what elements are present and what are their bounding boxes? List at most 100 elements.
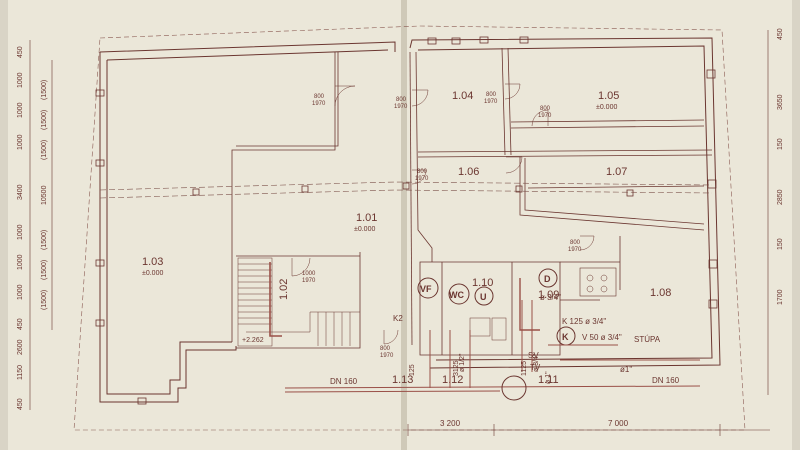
dim-bottom-left: 3 200 — [440, 419, 461, 428]
room-1-07-number: 1.07 — [606, 166, 627, 178]
door-6-height: 1970 — [568, 247, 582, 253]
bottom-dimensions: 3 200 7 000 — [407, 419, 770, 436]
dim-left-inner-5: (1500) — [41, 260, 48, 280]
room-1-02-number: 1.02 — [278, 279, 290, 300]
fixture-wc-icon — [448, 283, 470, 305]
staircase — [237, 257, 360, 347]
room-1-03-level: ±0.000 — [142, 270, 163, 277]
pipe-1125-label: 1125 — [521, 361, 528, 376]
interior-walls — [231, 47, 713, 356]
beam-line — [99, 181, 713, 191]
dim-left-inner-0: (1500) — [41, 80, 48, 100]
door-1-width: 800 — [314, 94, 325, 100]
dim-left-inner-2: (1500) — [41, 140, 48, 160]
pipe-3125-label: 3125 — [453, 360, 460, 376]
left-dimensions: 450 1150 2600 450 1000 1000 1000 3400 10… — [17, 40, 53, 410]
dim-left-outer-0: 450 — [17, 46, 24, 58]
room-1-12-number: 1.12 — [442, 374, 463, 386]
dim-left-inner-6: (1500) — [41, 290, 48, 310]
fixture-vf-label: VF — [420, 284, 432, 294]
pipe-dia-12-label: ø 1/2" — [459, 353, 466, 372]
room-labels: 1.03 ±0.000 1.01 ±0.000 1.02 1.04 1.05 ±… — [142, 90, 671, 386]
paper-sheet — [8, 0, 792, 450]
room-1-10-number: 1.10 — [472, 277, 493, 289]
room-1-04-number: 1.04 — [452, 90, 473, 102]
stove-burner-icon — [600, 285, 608, 293]
door-swings — [291, 83, 595, 345]
exterior-walls — [99, 37, 721, 403]
right-dimensions: 450 3650 150 2850 150 1700 — [767, 28, 784, 395]
pipe-stupa-label: STÚPA — [634, 335, 661, 344]
pipe-dia-1-label: ø1" — [620, 365, 632, 374]
dim-left-outer-7: 1000 — [17, 284, 24, 300]
room-1-13-number: 1.13 — [392, 374, 413, 386]
kitchen-counter — [579, 267, 617, 297]
room-1-03-number: 1.03 — [142, 256, 163, 268]
toilet-icon — [491, 317, 507, 341]
dim-left-outer-4: 3400 — [17, 184, 24, 200]
dim-left-inner-1: (1500) — [41, 110, 48, 130]
room-1-11-number: 1.11 — [538, 374, 559, 386]
pipe-k-label: K 125 ø 3/4" — [562, 317, 606, 326]
dim-left-outer-9: 2600 — [17, 339, 24, 355]
pipe-dn-left: DN 160 — [330, 377, 358, 386]
room-1-05-number: 1.05 — [598, 90, 619, 102]
pipe-dia-34b-label: ø 3/4" — [533, 353, 540, 372]
door-8-height: 1970 — [380, 353, 394, 359]
pipe-125-label: 125 — [409, 364, 416, 376]
door-1-height: 1970 — [312, 101, 326, 107]
dim-left-outer-2: 1000 — [17, 102, 24, 118]
room-1-08-number: 1.08 — [650, 287, 671, 299]
pipe-labels: DN 160 DN 160 K 125 ø 3/4" V 50 ø 3/4" S… — [330, 293, 680, 386]
dim-right-3: 2850 — [777, 189, 784, 205]
room-1-01-number: 1.01 — [356, 212, 377, 224]
manhole-icon — [501, 375, 527, 401]
door-6-width: 800 — [570, 240, 581, 246]
dim-right-4: 150 — [777, 238, 784, 250]
door-3-width: 800 — [486, 92, 497, 98]
fixture-wc-label: WC — [449, 290, 464, 300]
dim-left-outer-1: 1000 — [17, 72, 24, 88]
fixture-d-icon — [538, 268, 558, 288]
door-4-width: 800 — [540, 106, 551, 112]
room-1-01-level: ±0.000 — [354, 226, 375, 233]
fixture-vf-icon — [417, 277, 439, 299]
pipe-sv-label: SV — [528, 351, 539, 360]
room-1-06-number: 1.06 — [458, 166, 479, 178]
door-labels: 800 1970 800 1970 800 1970 800 1970 800 … — [302, 92, 582, 359]
door-3-height: 1970 — [484, 99, 498, 105]
dim-left-outer-3: 1000 — [17, 134, 24, 150]
fixture-d-label: D — [544, 274, 551, 284]
door-7-height: 1970 — [302, 278, 316, 284]
room-1-05-level: ±0.000 — [596, 104, 617, 111]
fixture-u-label: U — [480, 292, 487, 302]
pipe-dia-1b-label: ø 1" — [545, 371, 552, 384]
door-5-height: 1970 — [415, 176, 429, 182]
beam-line-2 — [99, 189, 713, 199]
pipe-k2-label: K2 — [393, 314, 403, 323]
dim-left-outer-6: 1000 — [17, 254, 24, 270]
dim-left-inner-4: (1500) — [41, 230, 48, 250]
columns — [95, 36, 718, 405]
utility-pipes — [284, 278, 701, 393]
door-4-height: 1970 — [538, 113, 552, 119]
stair-level: +2.262 — [242, 337, 264, 344]
fixture-u-icon — [474, 286, 494, 306]
washbasin-icon — [469, 317, 491, 337]
dim-right-2: 150 — [777, 138, 784, 150]
door-2-height: 1970 — [394, 104, 408, 110]
dim-left-outer-8: 450 — [17, 318, 24, 330]
dim-bottom-right: 7 000 — [608, 419, 629, 428]
fixture-k-label: K — [562, 332, 569, 342]
door-7-width: 1000 — [302, 271, 316, 277]
dim-right-1: 3650 — [777, 94, 784, 110]
pipe-dia-34-label: ø 3/4" — [540, 293, 561, 302]
door-5-width: 800 — [417, 169, 428, 175]
dim-right-5: 1700 — [777, 289, 784, 305]
stove-burner-icon — [600, 274, 608, 282]
door-8-width: 800 — [380, 346, 391, 352]
dim-left-outer-10: 1150 — [17, 365, 24, 380]
pipe-tv-label: TV — [530, 363, 541, 372]
